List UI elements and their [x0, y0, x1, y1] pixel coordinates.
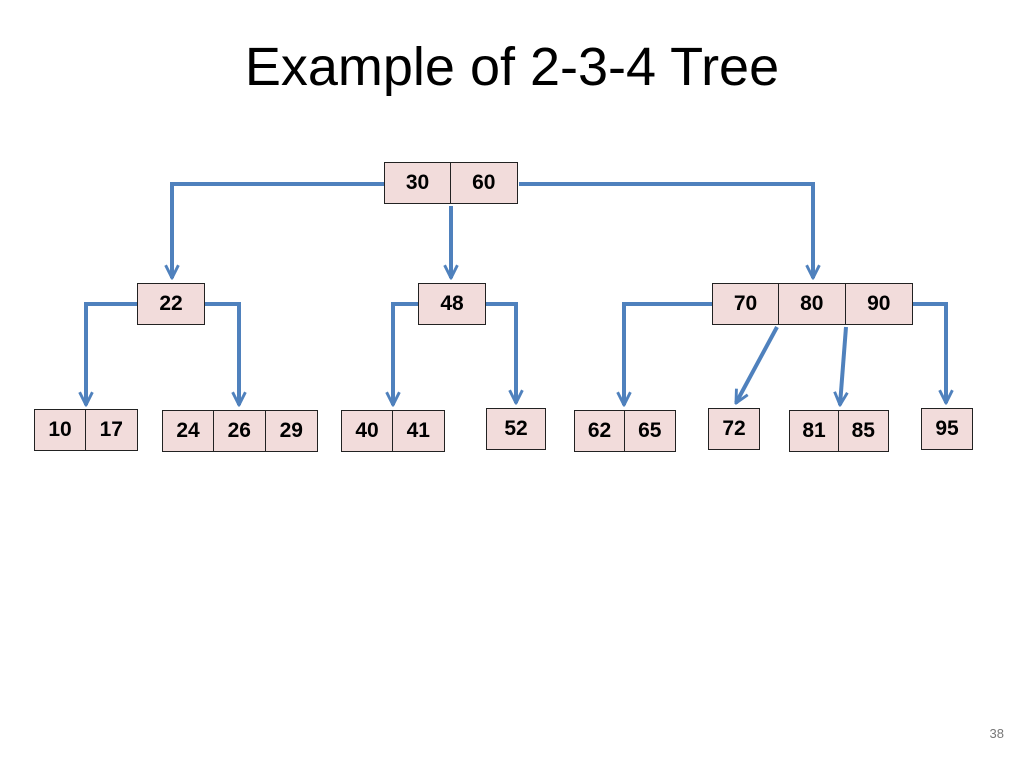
node-key: 17: [84, 409, 138, 451]
page-number: 38: [989, 726, 1004, 741]
node-key: 29: [264, 410, 318, 452]
edge-n708090-to-l6265: [624, 302, 712, 405]
edge-n708090-to-l8185: [840, 326, 846, 405]
node-key: 24: [162, 410, 214, 452]
node-key: 60: [449, 162, 518, 204]
node-key: 22: [137, 283, 205, 325]
node-key: 62: [574, 410, 625, 452]
tree-node-95: 95: [921, 408, 973, 450]
edge-n22-to-l1017: [86, 302, 137, 405]
node-key: 90: [844, 283, 913, 325]
node-key: 48: [418, 283, 486, 325]
node-key: 40: [341, 410, 393, 452]
edge-n48-to-l4041: [393, 302, 418, 405]
tree-node-48: 48: [418, 283, 486, 325]
tree-node-22: 22: [137, 283, 205, 325]
edge-n48-to-l52: [486, 302, 516, 403]
node-key: 72: [708, 408, 760, 450]
edge-n22-to-l242629: [205, 302, 239, 405]
node-key: 30: [384, 162, 451, 204]
slide-title: Example of 2-3-4 Tree: [244, 37, 780, 97]
node-key: 95: [921, 408, 973, 450]
node-key: 41: [391, 410, 445, 452]
node-key: 81: [789, 410, 839, 452]
node-key: 26: [212, 410, 266, 452]
edge-root-to-n708090: [519, 182, 813, 278]
tree-node-72: 72: [708, 408, 760, 450]
node-key: 52: [486, 408, 546, 450]
node-key: 85: [837, 410, 889, 452]
edge-n708090-to-l72: [734, 326, 779, 403]
edge-n708090-to-l95: [913, 302, 946, 403]
node-key: 80: [777, 283, 846, 325]
edge-root-to-n22: [172, 182, 384, 278]
node-key: 70: [712, 283, 779, 325]
node-key: 10: [34, 409, 86, 451]
node-key: 65: [623, 410, 676, 452]
tree-node-52: 52: [486, 408, 546, 450]
